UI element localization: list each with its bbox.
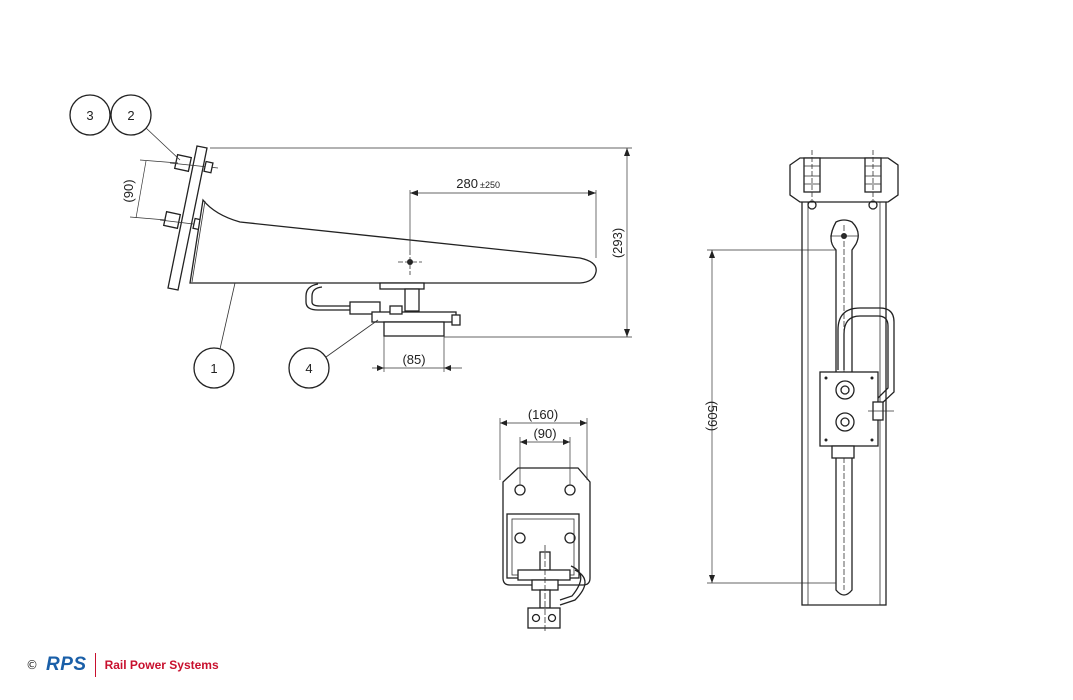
callout-1: 1 (193, 282, 236, 389)
callout-2-label: 2 (127, 108, 134, 123)
callout-3: 3 (69, 94, 111, 136)
dimension-85: (85) (372, 336, 462, 372)
callout-3-label: 3 (86, 108, 93, 123)
mounting-plate (167, 145, 208, 291)
copyright-symbol: © (26, 658, 38, 672)
front-view (502, 467, 591, 632)
footer-branding: © RPS Rail Power Systems (26, 652, 219, 678)
dimension-90-bottom-label: (90) (533, 426, 556, 441)
dimension-280-label: 280 (456, 176, 478, 191)
callout-4: 4 (288, 319, 379, 389)
top-bolt-left (803, 150, 821, 200)
callout-4-label: 4 (305, 361, 312, 376)
dimension-160: (160) (499, 407, 588, 480)
front-clamp (527, 607, 561, 629)
logo-separator (94, 653, 96, 677)
dimension-90-bottom: (90) (519, 426, 571, 485)
dimension-509-label: (509) (705, 401, 720, 431)
dimension-85-label: (85) (402, 352, 425, 367)
dimension-90-side: (90) (121, 159, 179, 221)
callout-1-label: 1 (210, 361, 217, 376)
dimension-293: (293) (210, 147, 632, 338)
dimension-280-tolerance: ±250 (480, 180, 500, 190)
front-plate (502, 467, 591, 586)
cantilever-arm (189, 198, 597, 284)
rps-logo: RPS (46, 654, 87, 675)
side-view (159, 145, 597, 337)
dimension-280: 280 ±250 (409, 176, 597, 258)
top-view-clamp (819, 371, 879, 447)
top-bolt-right (864, 150, 882, 200)
dimension-160-label: (160) (528, 407, 558, 422)
dimension-293-label: (293) (610, 228, 625, 258)
dimension-90-side-label: (90) (121, 179, 136, 202)
clamp-assembly (305, 282, 461, 337)
callout-2: 2 (110, 94, 181, 161)
dimension-509: (509) (705, 249, 836, 584)
top-view (789, 150, 899, 606)
company-name: Rail Power Systems (104, 658, 219, 672)
